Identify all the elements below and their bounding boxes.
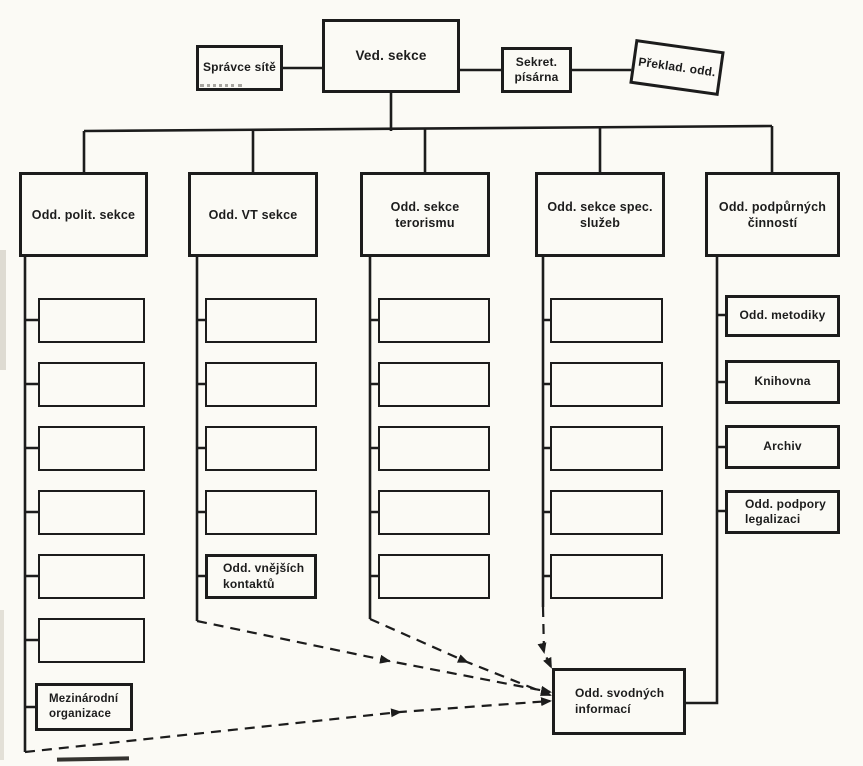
arrow-from-col4: [537, 606, 552, 669]
box-odd-podpory-legalizaci: Odd. podpory legalizaci: [725, 490, 840, 534]
empty-unit-box: [38, 362, 145, 407]
arrow-from-col1: [24, 697, 552, 754]
box-odd-sekce-spec-sluzeb: Odd. sekce spec. služeb: [535, 172, 665, 257]
box-odd-polit-sekce: Odd. polit. sekce: [19, 172, 148, 257]
box-odd-podpurnych-cinnosti: Odd. podpůrných činností: [705, 172, 840, 257]
box-spravce-site: Správce sítě: [196, 45, 283, 91]
box-knihovna: Knihovna: [725, 360, 840, 404]
box-ved-sekce: Ved. sekce: [322, 19, 460, 93]
box-odd-vnejsich-kontaktu: Odd. vnějších kontaktů: [205, 554, 317, 599]
empty-unit-box: [38, 618, 145, 663]
empty-unit-box: [378, 554, 490, 599]
box-archiv: Archiv: [725, 425, 840, 469]
empty-stack-col1: [38, 298, 145, 663]
dashed-flow-arrows: [24, 606, 552, 754]
empty-unit-box: [38, 426, 145, 471]
empty-unit-box: [550, 362, 663, 407]
empty-unit-box: [205, 426, 317, 471]
empty-unit-box: [38, 554, 145, 599]
empty-unit-box: [205, 490, 317, 535]
empty-unit-box: [550, 298, 663, 343]
arrow-from-col3: [369, 617, 552, 697]
empty-unit-box: [205, 298, 317, 343]
box-odd-svodnych-informaci: Odd. svodných informací: [552, 668, 686, 735]
box-mezinarodni-organizace: Mezinárodní organizace: [35, 683, 133, 731]
box-odd-metodiky: Odd. metodiky: [725, 295, 840, 337]
box-odd-vt-sekce: Odd. VT sekce: [188, 172, 318, 257]
empty-stack-col2: [205, 298, 317, 535]
empty-unit-box: [205, 362, 317, 407]
trunk-col5: [686, 257, 719, 705]
empty-unit-box: [378, 490, 490, 535]
empty-unit-box: [378, 362, 490, 407]
empty-stack-col4: [550, 298, 663, 599]
empty-unit-box: [378, 298, 490, 343]
arrow-from-col2: [196, 619, 552, 695]
empty-unit-box: [38, 298, 145, 343]
empty-stack-col3: [378, 298, 490, 599]
empty-unit-box: [378, 426, 490, 471]
box-sekret-pisarna: Sekret. písárna: [501, 47, 572, 93]
empty-unit-box: [550, 426, 663, 471]
empty-unit-box: [38, 490, 145, 535]
distribution-rail: [83, 124, 773, 133]
empty-unit-box: [550, 490, 663, 535]
empty-unit-box: [550, 554, 663, 599]
solid-hierarchy-lines: [23, 66, 774, 752]
box-odd-sekce-terorismu: Odd. sekce terorismu: [360, 172, 490, 257]
